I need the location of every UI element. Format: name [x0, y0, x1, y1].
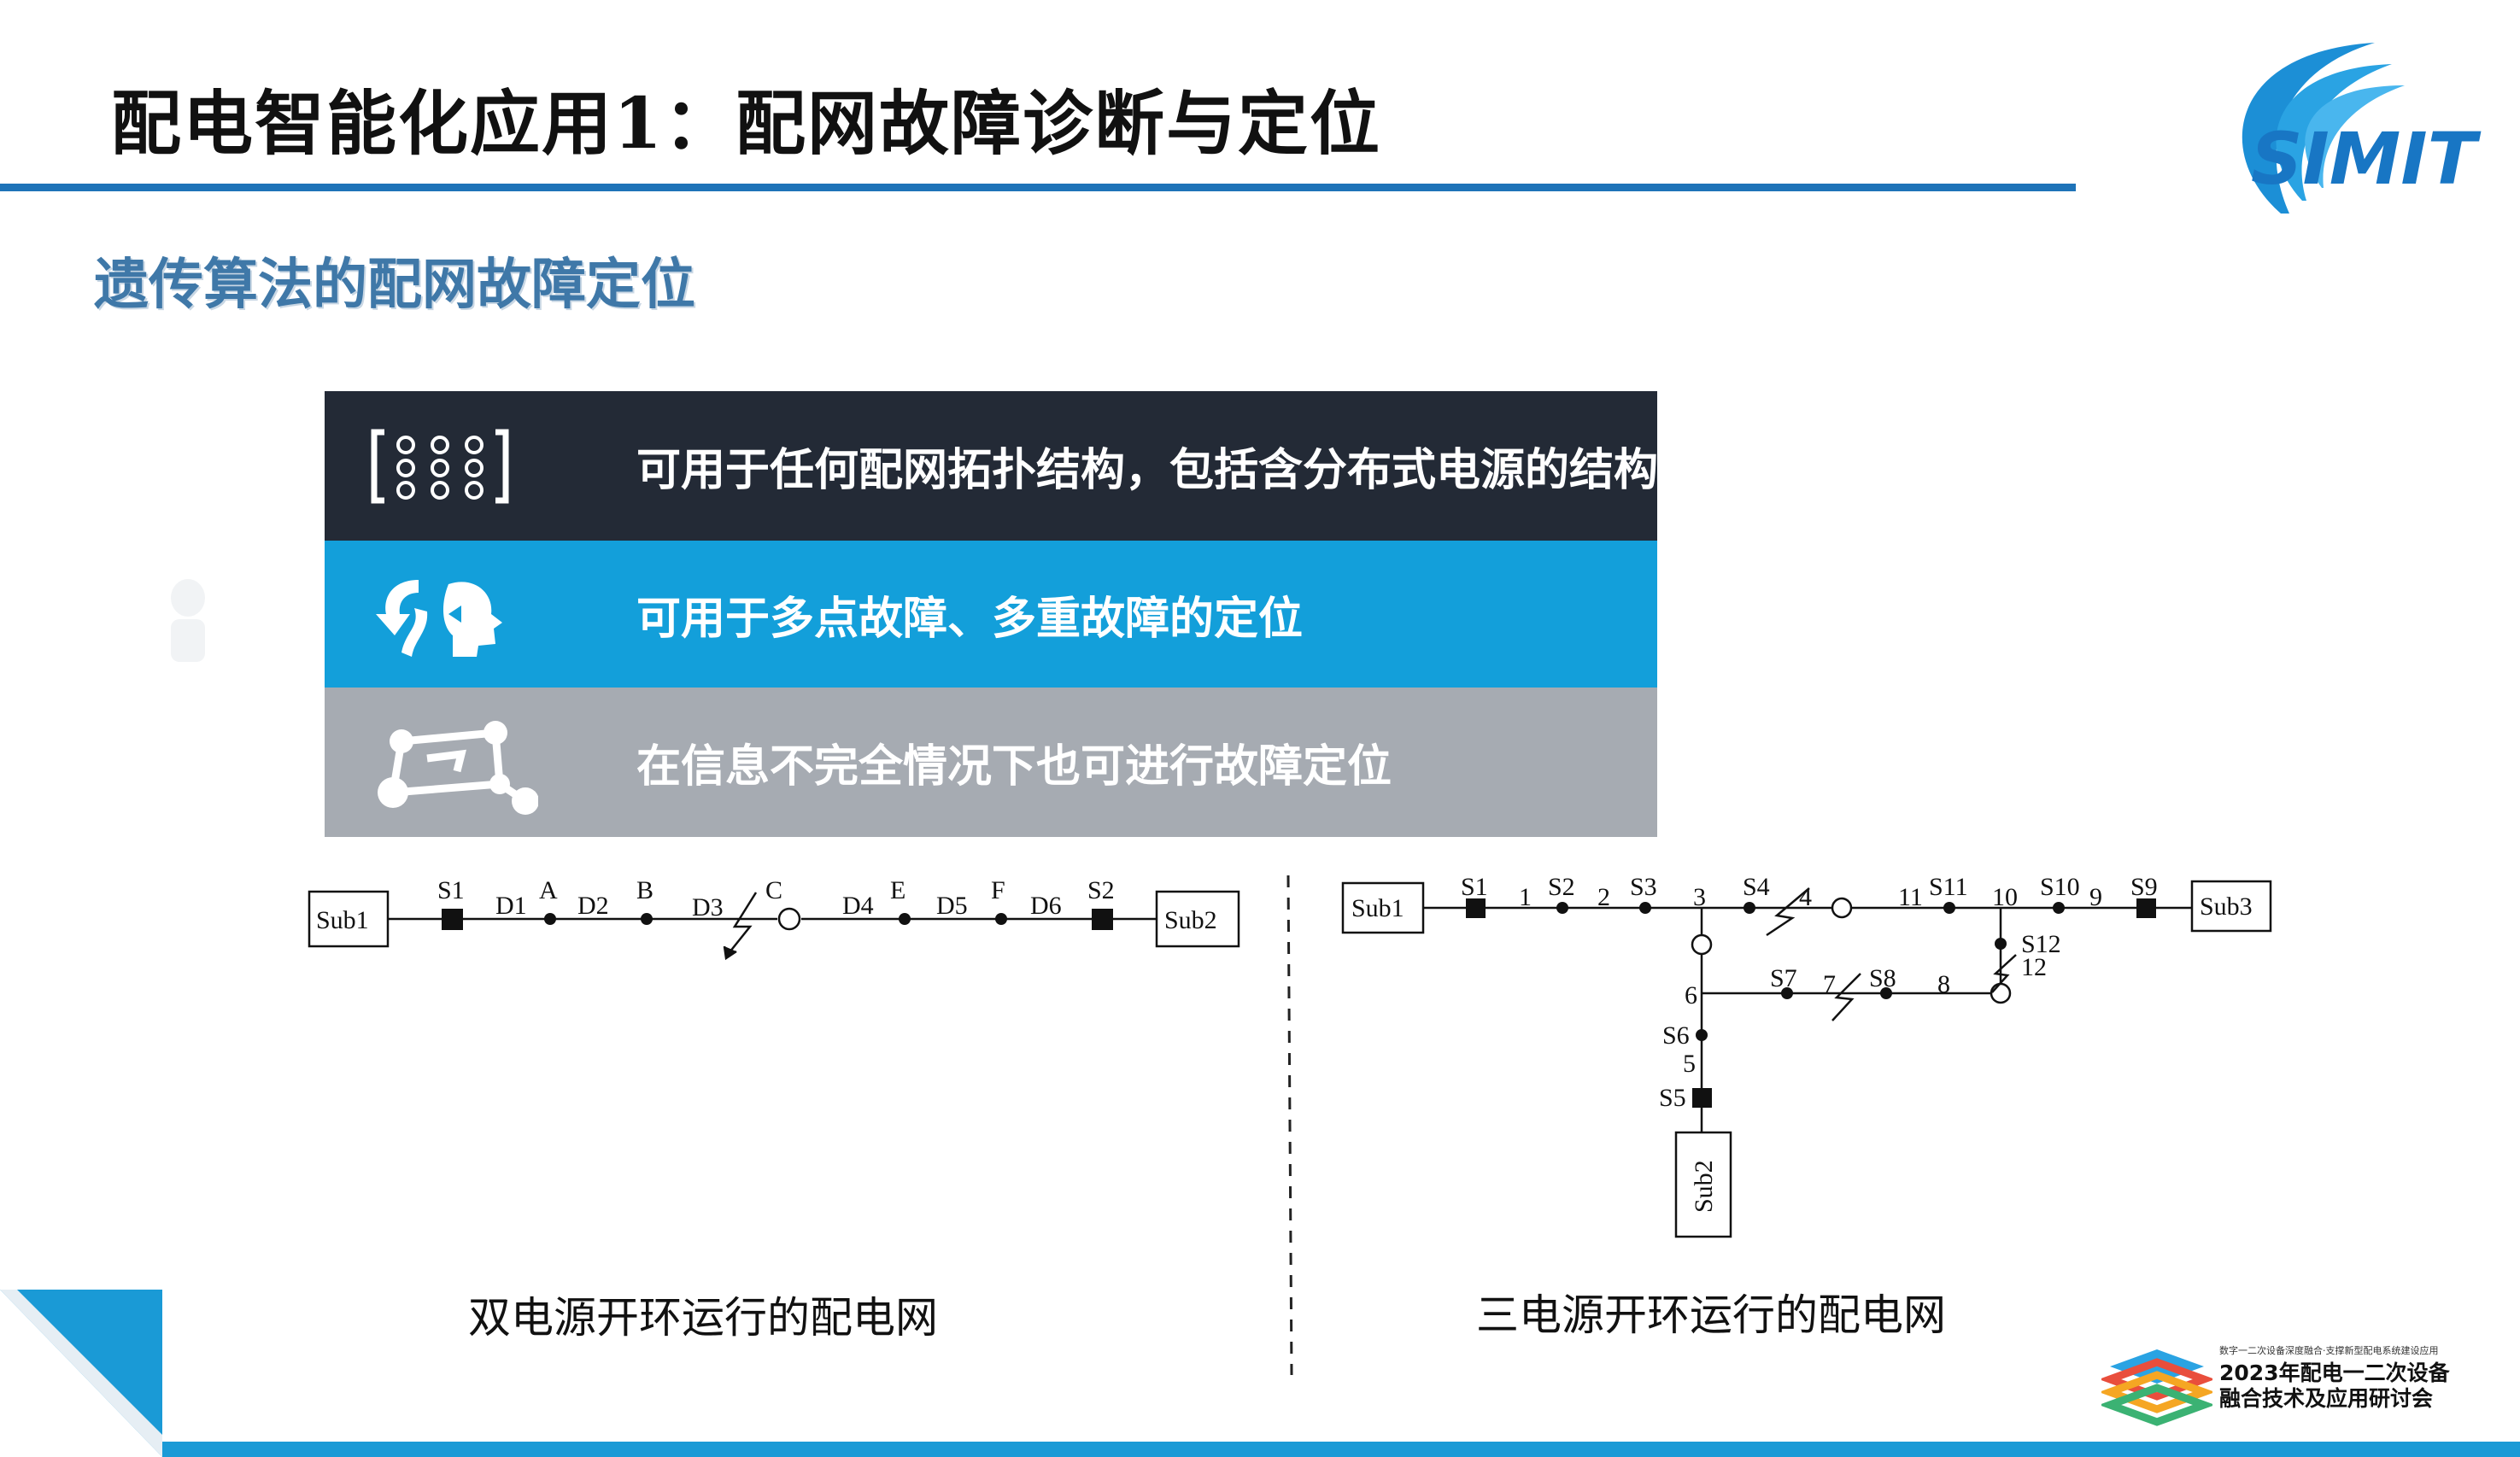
simit-logo: SIMIT — [2242, 43, 2482, 214]
conference-logo-icon — [2101, 1349, 2212, 1426]
label-n12: 12 — [2021, 953, 2047, 981]
conference-tagline: 数字一二次设备深度融合·支撑新型配电系统建设应用 — [2219, 1345, 2439, 1356]
label-sub1-left: Sub1 — [316, 906, 369, 934]
label-s6-right: S6 — [1662, 1021, 1690, 1050]
matrix-icon — [371, 429, 509, 503]
feature-panel-multifault: 可用于多点故障、多重故障的定位 — [325, 541, 1657, 688]
label-n1: 1 — [1519, 883, 1532, 911]
page-title: 配电智能化应用1：配网故障诊断与定位 — [111, 83, 1382, 165]
feature-text-multifault: 可用于多点故障、多重故障的定位 — [636, 593, 1304, 645]
label-n2: 2 — [1597, 883, 1610, 911]
label-d1: D1 — [495, 892, 527, 920]
switch-s1-left — [442, 909, 463, 930]
feature-panel-incomplete-info: 在信息不完全情况下也可进行故障定位 — [325, 688, 1657, 837]
sub1-box-left — [308, 890, 390, 948]
label-sub2-right: Sub2 — [1690, 1160, 1718, 1213]
caption-dual-source: 双电源开环运行的配电网 — [468, 1293, 938, 1343]
label-s10-right: S10 — [2040, 873, 2080, 901]
node-f — [995, 913, 1007, 925]
label-e: E — [890, 876, 905, 904]
open-point-right-1 — [1831, 897, 1853, 919]
conference-title-line1: 2023年配电一二次设备 — [2219, 1360, 2450, 1385]
label-a: A — [539, 876, 558, 904]
label-b: B — [636, 876, 653, 904]
label-n5: 5 — [1683, 1050, 1696, 1078]
label-s11-right: S11 — [1929, 873, 1968, 901]
label-c: C — [765, 876, 782, 904]
label-n8: 8 — [1937, 970, 1950, 998]
node-a — [544, 913, 556, 925]
label-s12-right: S12 — [2021, 930, 2061, 958]
switch-s5-right — [1692, 1088, 1712, 1108]
fault-lightning-icon-right — [1766, 887, 2017, 1021]
logo-swoosh-icon — [2242, 43, 2405, 214]
label-s3-right: S3 — [1630, 873, 1657, 901]
label-s2-right: S2 — [1548, 873, 1575, 901]
switch-s1-right — [1466, 898, 1486, 918]
label-sub1-right: Sub1 — [1351, 894, 1404, 922]
label-s9-right: S9 — [2130, 873, 2158, 901]
label-s1-left: S1 — [437, 876, 465, 904]
label-n3: 3 — [1693, 883, 1706, 911]
label-s1-right: S1 — [1461, 873, 1488, 901]
triple-source-network: Sub1 Sub3 Sub2 — [1341, 873, 2272, 1238]
network-nodes-icon — [378, 720, 538, 815]
open-point-right-2 — [1691, 933, 1713, 956]
sub2-box-right — [1674, 1131, 1732, 1238]
open-point-right-3 — [1990, 982, 2012, 1004]
sub3-box-right — [2190, 880, 2272, 933]
conference-title-line2: 融合技术及应用研讨会 — [2219, 1386, 2434, 1411]
label-sub3-right: Sub3 — [2200, 892, 2253, 921]
label-f: F — [991, 876, 1005, 904]
label-n11: 11 — [1898, 883, 1923, 911]
section-subtitle: 遗传算法的配网故障定位 — [94, 254, 695, 317]
label-sub2-left: Sub2 — [1164, 906, 1217, 934]
feature-text-topology: 可用于任何配网拓扑结构，包括含分布式电源的结构 — [636, 445, 1659, 496]
fault-lightning-icon — [723, 892, 758, 961]
label-n7: 7 — [1823, 970, 1836, 998]
feature-text-incomplete-info: 在信息不完全情况下也可进行故障定位 — [636, 741, 1392, 793]
title-divider — [0, 184, 2076, 191]
arrows-head-icon — [376, 580, 502, 657]
caption-triple-source: 三电源开环运行的配电网 — [1476, 1290, 1946, 1340]
corner-decoration — [0, 1290, 162, 1457]
open-point-c — [777, 907, 801, 931]
label-s8-right: S8 — [1869, 964, 1896, 992]
node-b — [641, 913, 653, 925]
dual-source-network: Sub1 Sub2 S1 S2 D1 A D2 B D3 C D4 E D5 F… — [308, 876, 1240, 961]
label-s4-right: S4 — [1743, 873, 1770, 901]
label-d4: D4 — [842, 892, 874, 920]
label-n6: 6 — [1685, 981, 1697, 1009]
faint-figure-icon — [171, 579, 205, 662]
label-n10: 10 — [1992, 883, 2018, 911]
node-e — [899, 913, 911, 925]
switch-s2-left — [1092, 909, 1113, 930]
bottom-bar — [162, 1442, 2520, 1457]
feature-panel-topology: 可用于任何配网拓扑结构，包括含分布式电源的结构 — [325, 391, 1659, 541]
label-d2: D2 — [577, 892, 609, 920]
label-s2-left: S2 — [1087, 876, 1115, 904]
label-n9: 9 — [2089, 883, 2102, 911]
logo-wordmark: SIMIT — [2251, 117, 2482, 201]
switch-s9-right — [2136, 898, 2156, 918]
label-d5: D5 — [936, 892, 968, 920]
label-d6: D6 — [1030, 892, 1062, 920]
diagram-separator — [1286, 875, 1293, 1376]
label-s5-right: S5 — [1659, 1084, 1686, 1112]
label-d3: D3 — [692, 893, 724, 922]
label-s7-right: S7 — [1770, 964, 1797, 992]
label-n4: 4 — [1799, 883, 1812, 911]
